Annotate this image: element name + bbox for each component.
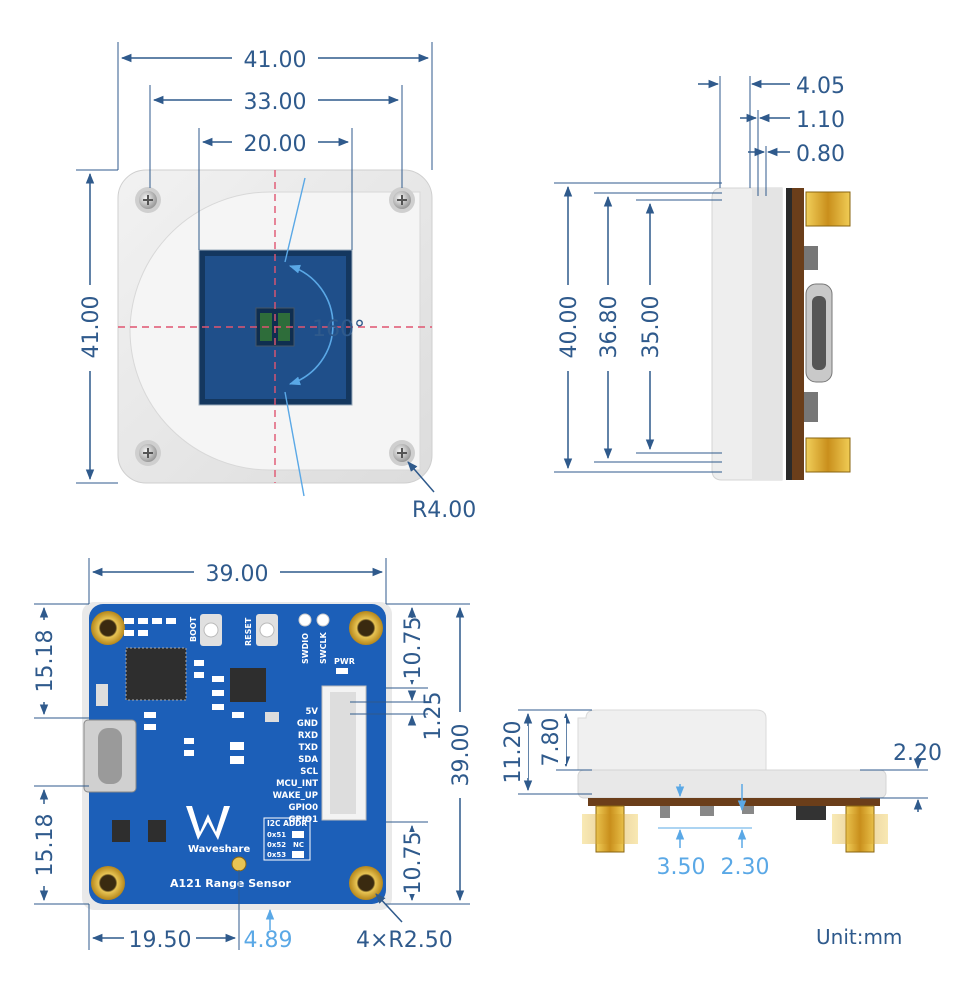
pcb-width: 39.00 xyxy=(206,562,269,587)
swclk-label: SWCLK xyxy=(319,631,328,664)
pcb-right-bottom: 10.75 xyxy=(401,832,426,895)
screw-icon xyxy=(389,187,415,213)
angle-label: 160° xyxy=(312,317,365,342)
profile-gap-a: 3.50 xyxy=(657,855,706,880)
waveshare-logo: Waveshare xyxy=(186,806,250,855)
sensor-module xyxy=(230,668,266,702)
mounting-hole xyxy=(91,866,125,900)
pcb-right-top: 10.75 xyxy=(401,617,426,680)
i2c-addr: 0x51 xyxy=(267,831,286,839)
swdio-label: SWDIO xyxy=(301,633,310,664)
pin-label: TXD xyxy=(299,743,318,753)
front-width-holes: 33.00 xyxy=(244,90,307,115)
swd-pad xyxy=(316,613,330,627)
side-view: 4.05 1.10 0.80 40.00 36.80 35.00 xyxy=(554,74,851,481)
gold-standoff xyxy=(805,191,851,227)
pcb-profile xyxy=(588,798,880,806)
i2c-addr: 0x52 xyxy=(267,841,286,849)
enclosure-profile xyxy=(577,709,767,771)
pin-label: SDA xyxy=(298,755,318,765)
pin-label: 5V xyxy=(306,707,319,717)
pcb-pin-pitch: 1.25 xyxy=(421,692,446,741)
front-width-window: 20.00 xyxy=(244,132,307,157)
board-name-label: A121 Range Sensor xyxy=(170,877,292,890)
side-thickness-total: 4.05 xyxy=(796,74,845,99)
pcb-bottom-hole: 4.89 xyxy=(244,928,293,953)
boot-label: BOOT xyxy=(189,616,198,642)
i2c-title: I2C ADDR xyxy=(267,819,307,828)
pcb-left-bottom: 15.18 xyxy=(33,814,58,877)
side-height-mid: 36.80 xyxy=(597,296,622,359)
i2c-address-table: I2C ADDR 0x51 0x52 NC 0x53 xyxy=(263,817,311,861)
screw-icon xyxy=(135,440,161,466)
mcu-chip xyxy=(125,647,187,701)
profile-gap-b: 2.30 xyxy=(721,855,770,880)
front-view: 160° 41.00 33.00 20.00 41.00 R4.00 xyxy=(76,42,476,523)
profile-view: 11.20 7.80 2.20 3.50 2.30 xyxy=(501,709,942,880)
pin-label: MCU_INT xyxy=(276,779,318,789)
i2c-addr: 0x53 xyxy=(267,851,286,859)
pwr-label: PWR xyxy=(334,657,355,666)
side-height-inner: 35.00 xyxy=(639,296,664,359)
mounting-hole xyxy=(349,611,383,645)
pin-label: SCL xyxy=(300,767,318,777)
pcb-edge xyxy=(792,188,804,480)
mounting-hole xyxy=(349,866,383,900)
unit-label: Unit:mm xyxy=(816,925,902,949)
pcb-height: 39.00 xyxy=(449,724,474,787)
pin-label: GPIO0 xyxy=(288,803,318,813)
profile-height-cover: 7.80 xyxy=(539,718,564,767)
pcb-view: BOOT RESET SWDIO SWCLK PWR 5V GND RXD TX… xyxy=(30,558,474,953)
pin-label: GND xyxy=(297,719,318,729)
side-height-outer: 40.00 xyxy=(557,296,582,359)
pin-label: GPIO1 xyxy=(288,815,318,825)
brand-label: Waveshare xyxy=(188,844,250,855)
profile-step: 2.20 xyxy=(893,741,942,766)
gold-standoff xyxy=(805,437,851,473)
mounting-hole xyxy=(91,611,125,645)
side-thickness-pcb: 0.80 xyxy=(796,142,845,167)
pcb-bottom-offset: 19.50 xyxy=(129,928,192,953)
screw-icon xyxy=(389,440,415,466)
pin-label: RXD xyxy=(298,731,318,741)
i2c-val: NC xyxy=(293,841,304,849)
front-width-outer: 41.00 xyxy=(244,48,307,73)
side-thickness-step: 1.10 xyxy=(796,108,845,133)
pcb-left-top: 15.18 xyxy=(33,630,58,693)
corner-radius-label: R4.00 xyxy=(412,498,476,523)
locating-hole xyxy=(231,856,247,872)
front-height-outer: 41.00 xyxy=(79,296,104,359)
screw-icon xyxy=(135,187,161,213)
pcb-holes-label: 4×R2.50 xyxy=(356,928,453,953)
pin-label: WAKE_UP xyxy=(273,791,318,801)
profile-height-total: 11.20 xyxy=(501,721,526,784)
swd-pad xyxy=(298,613,312,627)
reset-label: RESET xyxy=(244,617,253,646)
